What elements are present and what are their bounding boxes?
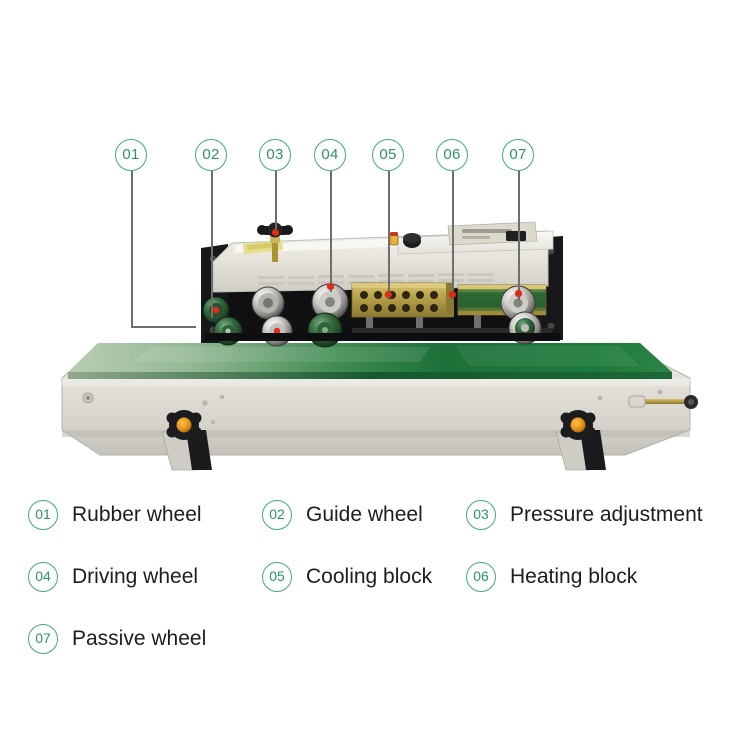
leader-line-04 [330, 171, 332, 292]
legend-item-01[interactable]: 01 Rubber wheel [28, 500, 202, 530]
legend-row: 07 Passive wheel [0, 616, 730, 678]
legend-label-02: Guide wheel [306, 503, 423, 526]
legend-marker-05: 05 [262, 562, 292, 592]
callout-point-03 [271, 228, 279, 236]
legend-marker-07: 07 [28, 624, 58, 654]
legend: 01 Rubber wheel 02 Guide wheel 03 Pressure ad… [0, 492, 730, 678]
legend-item-04[interactable]: 04 Driving wheel [28, 562, 198, 592]
leader-line-02 [211, 171, 213, 318]
legend-item-02[interactable]: 02 Guide wheel [262, 500, 423, 530]
callout-point-07 [514, 289, 522, 297]
leader-line-03 [275, 171, 277, 234]
legend-item-03[interactable]: 03 Pressure adjustment [466, 500, 703, 530]
leader-elbow-01 [131, 326, 196, 328]
callout-marker-01[interactable]: 01 [115, 139, 147, 171]
callout-marker-06[interactable]: 06 [436, 139, 468, 171]
legend-marker-02: 02 [262, 500, 292, 530]
legend-row: 04 Driving wheel 05 Cooling block 06 Heating … [0, 554, 730, 616]
legend-item-07[interactable]: 07 Passive wheel [28, 624, 206, 654]
legend-label-01: Rubber wheel [72, 503, 202, 526]
legend-label-07: Passive wheel [72, 627, 207, 650]
leader-line-06 [452, 171, 454, 300]
legend-label-06: Heating block [510, 565, 638, 588]
callout-marker-04[interactable]: 04 [314, 139, 346, 171]
leader-line-07 [518, 171, 520, 300]
legend-item-05[interactable]: 05 Cooling block [262, 562, 432, 592]
leader-line-01 [131, 171, 133, 326]
legend-marker-04: 04 [28, 562, 58, 592]
callout-point-05 [384, 290, 392, 298]
callout-marker-07[interactable]: 07 [502, 139, 534, 171]
legend-item-06[interactable]: 06 Heating block [466, 562, 637, 592]
legend-row: 01 Rubber wheel 02 Guide wheel 03 Pressure ad… [0, 492, 730, 554]
legend-marker-01: 01 [28, 500, 58, 530]
leader-line-05 [388, 171, 390, 300]
legend-marker-06: 06 [466, 562, 496, 592]
callout-marker-03[interactable]: 03 [259, 139, 291, 171]
callout-marker-02[interactable]: 02 [195, 139, 227, 171]
legend-marker-03: 03 [466, 500, 496, 530]
callout-point-04 [326, 282, 334, 290]
legend-label-03: Pressure adjustment [510, 503, 703, 526]
legend-label-05: Cooling block [306, 565, 433, 588]
callout-marker-05[interactable]: 05 [372, 139, 404, 171]
legend-label-04: Driving wheel [72, 565, 199, 588]
callout-point-06 [448, 290, 456, 298]
